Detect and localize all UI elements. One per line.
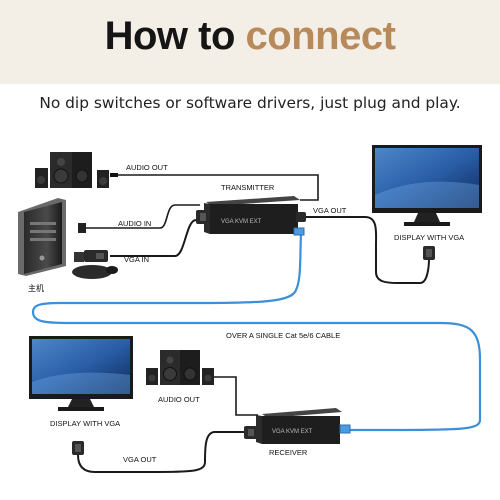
title-part2: connect <box>245 14 396 58</box>
title-part1: How to <box>104 14 236 58</box>
cable-vga-out-bottom <box>77 431 256 473</box>
label-receiver: RECEIVER <box>269 448 308 457</box>
vga-connector-icon <box>84 250 108 262</box>
vga-connector-icon <box>423 246 435 260</box>
cable-audio-out-top <box>118 174 319 201</box>
label-display-bottom: DISPLAY WITH VGA <box>50 419 120 428</box>
cable-audio-out-bottom <box>210 376 258 416</box>
label-transmitter: TRANSMITTER <box>221 183 275 192</box>
header-band <box>0 0 500 84</box>
speaker-icon <box>35 152 118 188</box>
extender-box-icon: VGA KVM EXT <box>204 196 300 234</box>
vga-connector-icon <box>196 210 306 224</box>
monitor-icon <box>372 145 482 226</box>
monitor-icon <box>29 336 133 411</box>
vga-connector-icon <box>72 441 84 455</box>
rj45-connector-icon <box>339 424 351 434</box>
pc-tower-icon <box>18 198 86 276</box>
page-title: How to connect <box>0 14 500 59</box>
cable-audio-in <box>86 204 200 229</box>
label-audio-out-top: AUDIO OUT <box>126 163 168 172</box>
svg-text:VGA KVM EXT: VGA KVM EXT <box>221 219 262 225</box>
label-display-top: DISPLAY WITH VGA <box>394 233 464 242</box>
speaker-icon <box>146 350 214 385</box>
label-cable: OVER A SINGLE Cat 5e/6 CABLE <box>226 331 340 340</box>
page-subtitle: No dip switches or software drivers, jus… <box>39 94 461 112</box>
extender-box-icon: VGA KVM EXT <box>256 408 342 444</box>
label-vga-in: VGA IN <box>124 255 149 264</box>
network-cable <box>31 231 482 432</box>
svg-text:VGA KVM EXT: VGA KVM EXT <box>272 429 313 435</box>
label-vga-out-top: VGA OUT <box>313 206 347 215</box>
label-audio-in: AUDIO IN <box>118 219 151 228</box>
label-host: 主机 <box>28 283 44 293</box>
keyboard-mouse-icon <box>72 265 118 279</box>
label-audio-out-bottom: AUDIO OUT <box>158 395 200 404</box>
cable-vga-in <box>110 219 197 257</box>
cable-vga-out-top <box>300 216 430 284</box>
label-vga-out-bottom: VGA OUT <box>123 455 157 464</box>
rj45-connector-icon <box>293 227 305 236</box>
vga-connector-icon <box>244 426 258 439</box>
